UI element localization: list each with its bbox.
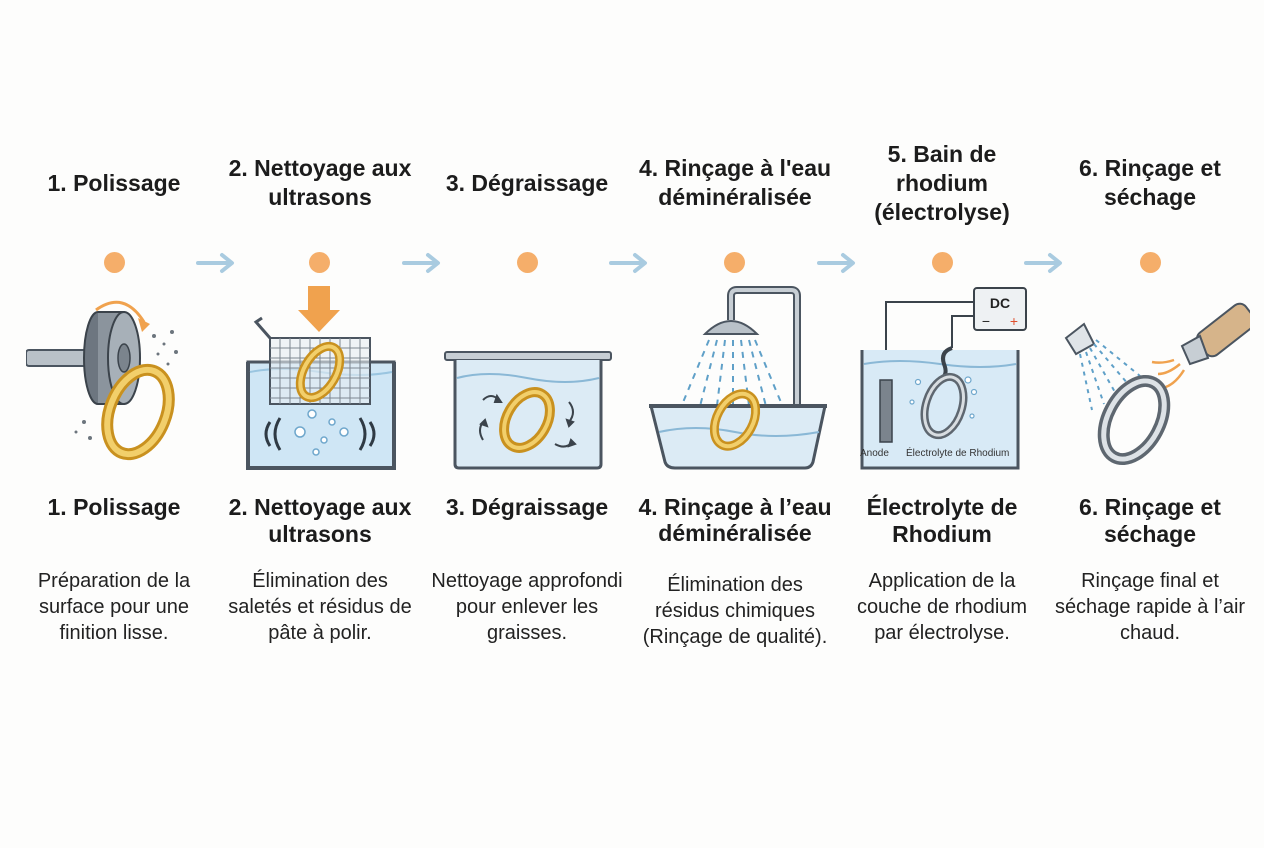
step-2-description: Élimination des saletés et résidus de pâ… <box>228 570 412 644</box>
ultrasonic-bath-illustration <box>246 286 396 470</box>
step-6-top-title: 6. Rinçage et séchage <box>1079 155 1221 210</box>
flow-arrow-5 <box>1024 253 1062 273</box>
flow-arrow-2 <box>402 253 440 273</box>
step-2-top-title: 2. Nettoyage aux ultrasons <box>228 155 412 210</box>
step-6-description: Rinçage final et séchage rapide à l’air … <box>1054 570 1246 644</box>
flow-arrow-3 <box>609 253 647 273</box>
step-3-bottom-title: 3. Dégraissage <box>445 494 609 520</box>
minus-sign: − <box>982 313 990 329</box>
step-6-dot <box>1140 252 1161 273</box>
step-4-bottom-title: 4. Rinçage à l’eau déminéralisée <box>638 494 832 546</box>
step-1-bottom-title: 1. Polissage <box>47 494 181 520</box>
step-1-top-title: 1. Polissage <box>47 169 181 196</box>
step-5-description: Application de la couche de rhodium par … <box>856 570 1028 644</box>
step-5-top-title: 5. Bain de rhodium (électrolyse) <box>874 140 1010 225</box>
flow-arrow-4 <box>817 253 855 273</box>
step-4-top-title: 4. Rinçage à l'eau déminéralisée <box>638 155 832 210</box>
step-3-dot <box>517 252 538 273</box>
polishing-wheel-illustration <box>26 300 178 461</box>
step-6-bottom-title: 6. Rinçage et séchage <box>1079 494 1221 547</box>
rhodium-electrolysis-illustration: DC − + Anode Électrolyte de Rhodium <box>860 287 1027 470</box>
step-4-description: Élimination des résidus chimiques (Rinça… <box>642 574 828 648</box>
anode-label: Anode <box>860 448 889 459</box>
rinse-and-dry-illustration <box>1064 302 1250 466</box>
step-1-description: Préparation de la surface pour une finit… <box>37 570 191 644</box>
step-2-dot <box>309 252 330 273</box>
plus-sign: + <box>1010 313 1018 329</box>
step-3-description: Nettoyage approfondi pour enlever les gr… <box>431 570 623 644</box>
step-4-dot <box>724 252 745 273</box>
step-2-bottom-title: 2. Nettoyage aux ultrasons <box>228 494 412 547</box>
rinsing-shower-illustration <box>649 286 827 470</box>
dc-label: DC <box>990 295 1010 311</box>
electrolyte-label: Électrolyte de Rhodium <box>906 446 1009 459</box>
step-1-dot <box>104 252 125 273</box>
step-3-top-title: 3. Dégraissage <box>445 169 609 196</box>
step-5-bottom-title: Électrolyte de Rhodium <box>866 494 1018 547</box>
flow-arrow-1 <box>196 253 234 273</box>
degreasing-tank-illustration <box>444 351 612 470</box>
step-5-dot <box>932 252 953 273</box>
